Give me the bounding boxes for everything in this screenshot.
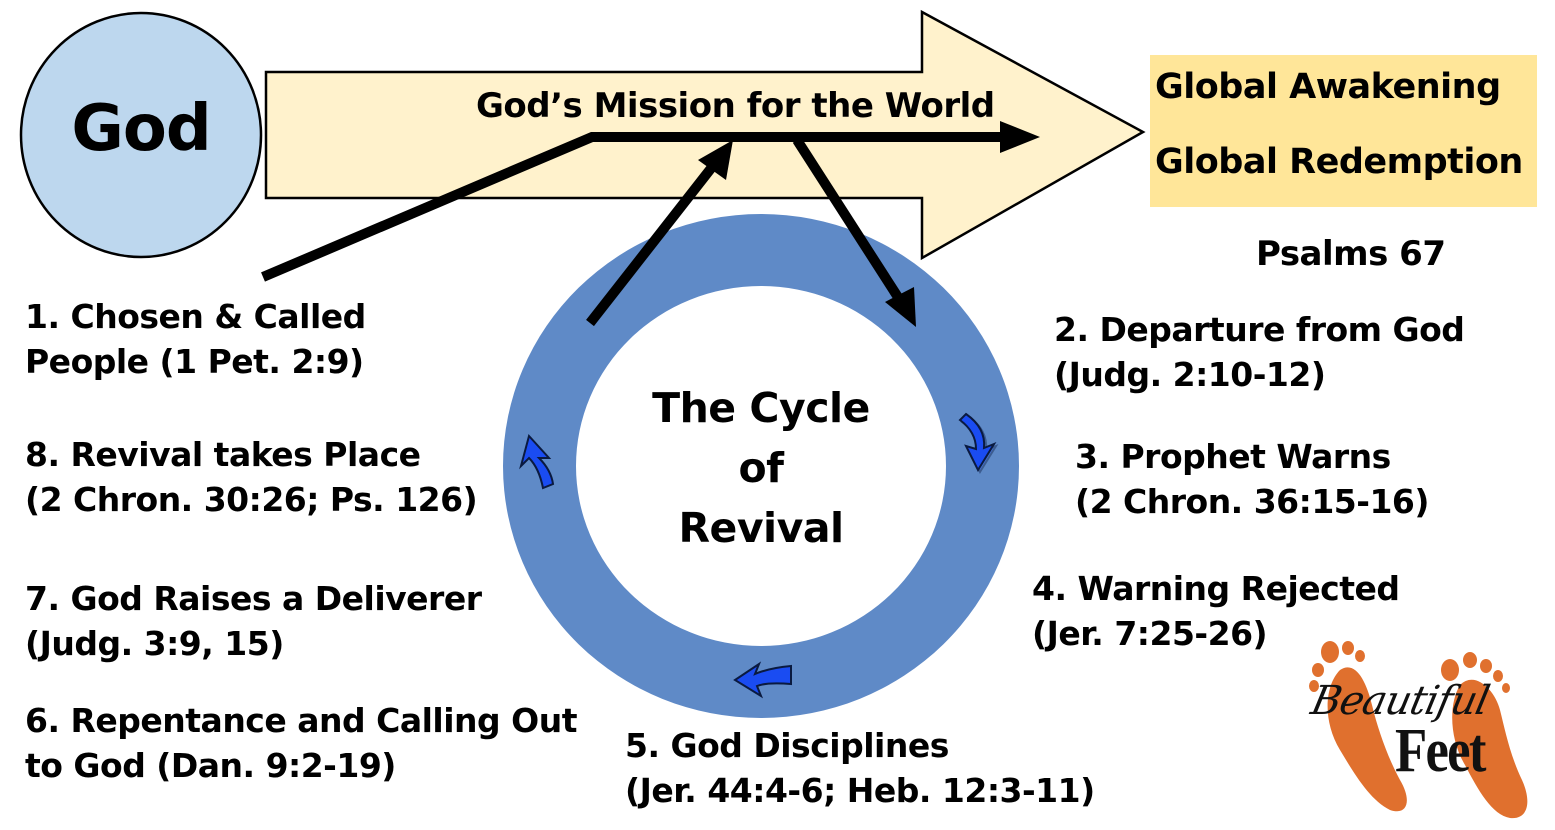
revival-to-mission-arrow [586,158,720,327]
step-7-deliverer: 7. God Raises a Deliverer (Judg. 3:9, 15… [25,576,482,666]
mission-to-departure-arrow [792,137,908,308]
god-label: God [71,92,211,166]
step-3-prophet-warns: 3. Prophet Warns (2 Chron. 36:15-16) [1075,434,1429,524]
step-1-chosen-called: 1. Chosen & Called People (1 Pet. 2:9) [25,294,366,384]
step-reference: (Judg. 3:9, 15) [25,624,284,663]
god-circle [19,11,263,259]
cycle-title-line-3: Revival [678,504,844,552]
cycle-direction-arrow-left [519,433,555,490]
step-title: 7. God Raises a Deliverer [25,579,482,618]
revival-to-mission-arrowhead [698,140,733,180]
step-title: 5. God Disciplines [625,726,949,765]
cycle-title-line-2: of [738,444,784,492]
mission-label: God’s Mission for the World [476,86,995,126]
step-title: 3. Prophet Warns [1075,437,1391,476]
logo-bold-text: Feet [1395,717,1486,785]
left-footprint [1327,667,1407,812]
step-4-warning-rejected: 4. Warning Rejected (Jer. 7:25-26) [1032,566,1400,656]
step-reference: (Jer. 7:25-26) [1032,614,1268,653]
outcome-box: Global Awakening Global Redemption [1150,55,1537,207]
cycle-direction-arrow-bottom [733,661,792,699]
outcome-reference: Psalms 67 [1256,234,1446,274]
outcome-line-awakening: Global Awakening [1155,67,1501,107]
step-reference: to God (Dan. 9:2-19) [25,746,396,785]
cycle-title: The Cycle of Revival [611,378,911,558]
step-2-departure: 2. Departure from God (Judg. 2:10-12) [1054,307,1465,397]
step-5-god-disciplines: 5. God Disciplines (Jer. 44:4-6; Heb. 12… [625,723,1095,813]
step-8-revival: 8. Revival takes Place (2 Chron. 30:26; … [25,432,478,522]
step-reference: People (1 Pet. 2:9) [25,342,364,381]
right-footprint [1452,679,1528,819]
mission-line-arrowhead [1000,121,1040,153]
step-title: 4. Warning Rejected [1032,569,1400,608]
beautiful-feet-logo: Beautiful Feet [1300,630,1550,820]
calling-path-line [261,132,1000,282]
footprints-icon [1309,641,1528,819]
cycle-title-line-1: The Cycle [652,384,870,432]
step-6-repentance: 6. Repentance and Calling Out to God (Da… [25,698,577,788]
step-title: 2. Departure from God [1054,310,1465,349]
cycle-direction-arrow-right [958,412,999,475]
step-reference: (Judg. 2:10-12) [1054,355,1326,394]
step-title: 1. Chosen & Called [25,297,366,336]
step-title: 8. Revival takes Place [25,435,421,474]
outcome-line-redemption: Global Redemption [1155,142,1523,182]
step-title: 6. Repentance and Calling Out [25,701,577,740]
mission-to-departure-arrowhead [885,287,916,327]
step-reference: (2 Chron. 30:26; Ps. 126) [25,480,478,519]
step-reference: (2 Chron. 36:15-16) [1075,482,1429,521]
step-reference: (Jer. 44:4-6; Heb. 12:3-11) [625,771,1095,810]
